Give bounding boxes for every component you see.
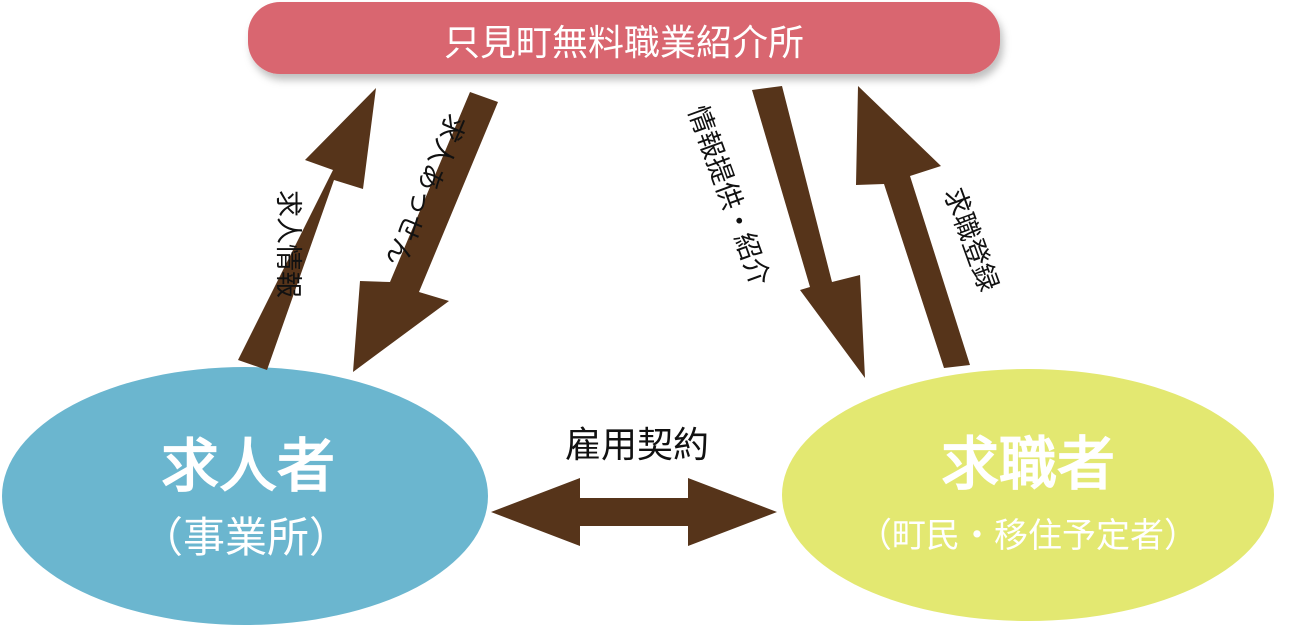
arrow-info-intro [752, 86, 865, 378]
arrow-employment-contract [491, 478, 777, 546]
employer-node: 求人者 （事業所） [2, 367, 488, 625]
edge-label-job-registration: 求職登録 [937, 184, 1003, 296]
edge-label-job-info: 求人情報 [272, 190, 303, 298]
arrow-job-registration [856, 86, 970, 368]
arrow-job-info [238, 88, 376, 370]
seeker-title: 求職者 [941, 430, 1115, 498]
seeker-node: 求職者 （町民・移住予定者） [782, 369, 1274, 621]
edge-label-info-intro: 情報提供・紹介 [681, 102, 775, 290]
office-box-shape [248, 2, 1000, 74]
employer-title: 求人者 [161, 432, 335, 500]
edge-label-employment-contract: 雇用契約 [565, 425, 709, 466]
employer-subtitle: （事業所） [141, 513, 351, 562]
seeker-subtitle: （町民・移住予定者） [858, 516, 1198, 556]
employer-ellipse [2, 367, 488, 625]
arrow-job-placement [353, 92, 498, 372]
office-box: 只見町無料職業紹介所 [248, 2, 1000, 74]
office-label: 只見町無料職業紹介所 [444, 23, 804, 64]
seeker-ellipse [782, 369, 1274, 621]
